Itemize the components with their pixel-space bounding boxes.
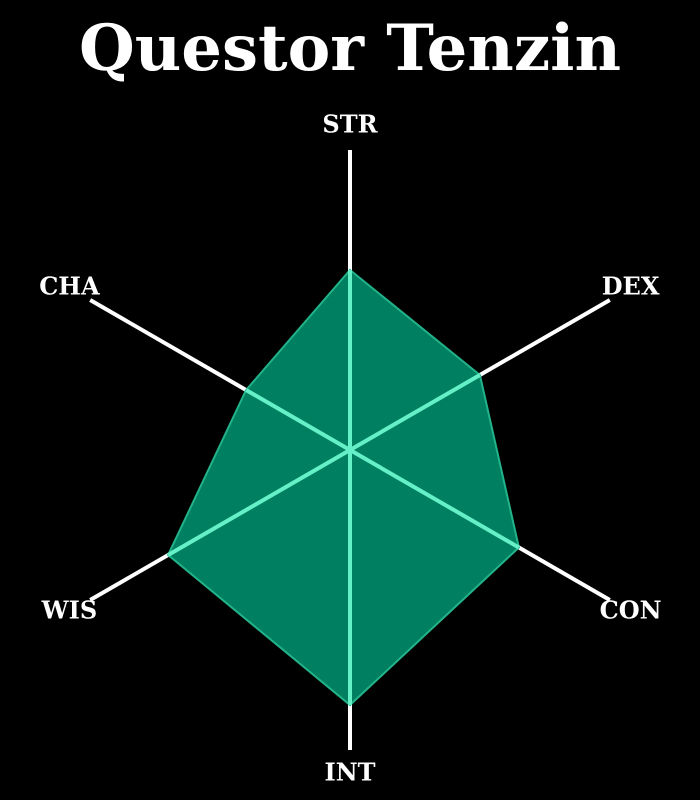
chart-title: Questor Tenzin [79,11,621,86]
axis-label-str: STR [322,110,378,139]
value-axis-cha [245,388,351,452]
axis-label-int: INT [324,758,375,787]
axis-label-wis: WIS [41,596,98,625]
axis-label-dex: DEX [602,272,660,301]
radar-axis-labels: STR DEX CON INT WIS CHA [39,110,661,787]
value-axis-con [348,448,520,550]
axis-label-con: CON [600,596,662,625]
value-axis-dex [348,373,481,452]
value-axis-wis [167,448,351,557]
axis-label-cha: CHA [39,272,100,301]
radar-inner-axes [167,270,520,705]
